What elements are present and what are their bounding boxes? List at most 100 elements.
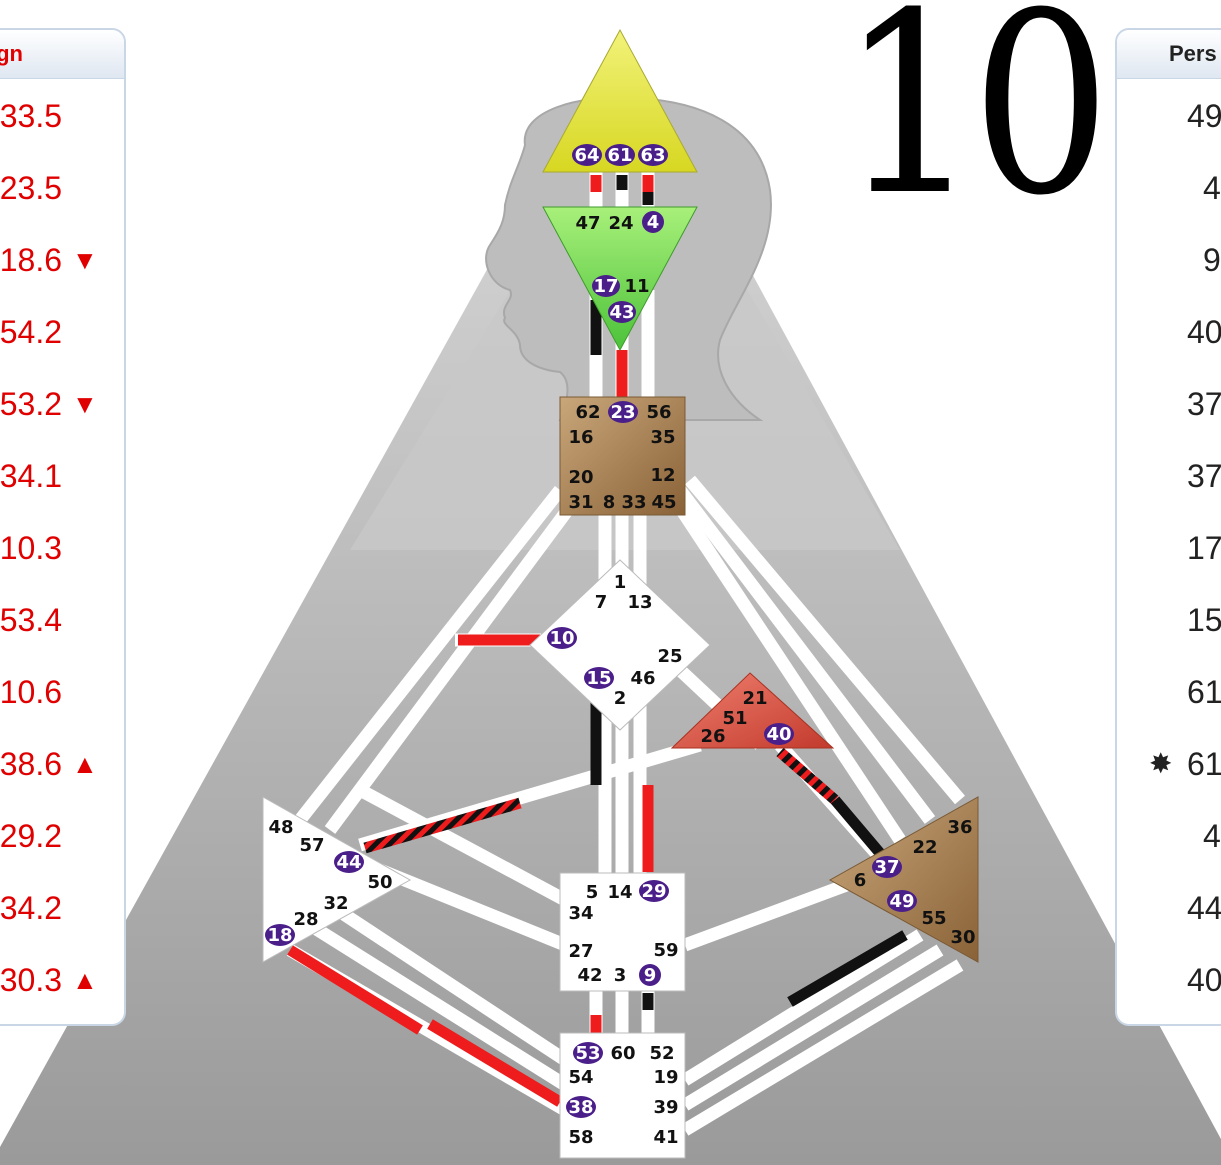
gate-7: 7 xyxy=(595,592,608,613)
up-triangle-icon: ▲ xyxy=(72,749,98,779)
gate-9-badge xyxy=(639,964,661,986)
gate-9: 9 xyxy=(644,965,657,986)
gate-45: 45 xyxy=(651,492,676,513)
personality-value: 61 xyxy=(1187,674,1221,710)
spleen-center xyxy=(262,796,412,963)
ajna-center xyxy=(542,206,698,352)
gate-29-badge xyxy=(639,880,669,902)
gate-47: 47 xyxy=(575,213,600,234)
gate-51: 51 xyxy=(722,708,747,729)
gate-24: 24 xyxy=(608,213,633,234)
gate-19: 19 xyxy=(653,1067,678,1088)
gate-59: 59 xyxy=(653,940,678,961)
design-row: 10.6 xyxy=(0,662,124,722)
gate-38-badge xyxy=(566,1096,596,1118)
down-triangle-icon: ▼ xyxy=(72,245,98,275)
gate-46: 46 xyxy=(630,668,655,689)
design-row: 53.4 xyxy=(0,590,124,650)
design-value: 18.6 xyxy=(0,242,62,278)
personality-row: 61 xyxy=(1117,662,1221,722)
gate-62: 62 xyxy=(575,402,600,423)
gate-49-badge xyxy=(887,890,917,912)
gate-11: 11 xyxy=(624,276,649,297)
gate-37-badge xyxy=(872,856,902,878)
design-value: 29.2 xyxy=(0,818,62,854)
design-value: 38.6 xyxy=(0,746,62,782)
design-row: 54.2 xyxy=(0,302,124,362)
design-row: 30.3▲ xyxy=(0,950,124,1010)
personality-value: 44 xyxy=(1187,890,1221,926)
design-value: 30.3 xyxy=(0,962,62,998)
gate-labels: 64 61 63 47 24 4 17 11 43 62 23 56 16 35… xyxy=(265,144,976,1148)
gate-61: 61 xyxy=(607,145,632,166)
gate-34: 34 xyxy=(568,903,593,924)
design-row: 53.2▼ xyxy=(0,374,124,434)
personality-row: 44 xyxy=(1117,878,1221,938)
gate-22: 22 xyxy=(912,837,937,858)
gate-8: 8 xyxy=(603,492,616,513)
gate-49: 49 xyxy=(889,891,914,912)
design-row: 33.5 xyxy=(0,86,124,146)
activations xyxy=(287,175,908,1107)
gate-2: 2 xyxy=(614,688,627,709)
design-row: 29.2 xyxy=(0,806,124,866)
head-center xyxy=(542,28,698,173)
personality-row: 40 xyxy=(1117,302,1221,362)
gate-36: 36 xyxy=(947,817,972,838)
personality-value: 61 xyxy=(1187,746,1221,782)
gate-5: 5 xyxy=(586,882,599,903)
personality-row: 4 xyxy=(1117,158,1221,218)
gate-6: 6 xyxy=(854,870,867,891)
gate-40-badge xyxy=(764,723,794,745)
gate-4-badge xyxy=(642,211,664,233)
gate-10: 10 xyxy=(549,628,574,649)
gate-17: 17 xyxy=(593,276,618,297)
gate-50: 50 xyxy=(367,872,392,893)
gate-18: 18 xyxy=(267,925,292,946)
design-panel: ign 33.5 23.5 18.6▼ 54.2 53.2▼ 34.1 10.3… xyxy=(0,28,126,1026)
solar-plexus-center xyxy=(828,796,979,963)
star-icon: ✸ xyxy=(1149,748,1173,779)
gate-10-badge xyxy=(547,627,577,649)
personality-row: 40 xyxy=(1117,950,1221,1010)
gate-60: 60 xyxy=(610,1043,635,1064)
design-row: 34.2 xyxy=(0,878,124,938)
gate-13: 13 xyxy=(627,592,652,613)
heart-center xyxy=(670,672,835,749)
design-row: 18.6 ▼ xyxy=(0,230,124,290)
gate-30: 30 xyxy=(950,927,975,948)
handwritten-number: 10 xyxy=(840,0,1111,250)
gate-33: 33 xyxy=(621,492,646,513)
gate-40: 40 xyxy=(766,724,791,745)
gate-28: 28 xyxy=(293,909,318,930)
design-value: 34.2 xyxy=(0,890,62,926)
gate-3: 3 xyxy=(614,965,627,986)
gate-48: 48 xyxy=(268,817,293,838)
gate-27: 27 xyxy=(568,941,593,962)
gate-18-badge xyxy=(265,924,295,946)
design-value: 54.2 xyxy=(0,314,62,350)
design-value: 10.6 xyxy=(0,674,62,710)
gate-56: 56 xyxy=(646,402,671,423)
gate-20: 20 xyxy=(568,467,593,488)
personality-row: 15 xyxy=(1117,590,1221,650)
gate-15: 15 xyxy=(586,668,611,689)
gate-41: 41 xyxy=(653,1127,678,1148)
design-value: 33.5 xyxy=(0,98,62,134)
personality-value: 4 xyxy=(1203,818,1221,854)
personality-row: 9 xyxy=(1117,230,1221,290)
personality-value: 9 xyxy=(1203,242,1221,278)
personality-row: 4 xyxy=(1117,806,1221,866)
gate-54: 54 xyxy=(568,1067,593,1088)
personality-value: 40 xyxy=(1187,314,1221,350)
gate-15-badge xyxy=(584,667,614,689)
personality-row: ✸ 61 xyxy=(1117,734,1221,794)
gate-58: 58 xyxy=(568,1127,593,1148)
gate-29: 29 xyxy=(641,881,666,902)
gate-63: 63 xyxy=(640,145,665,166)
gate-25: 25 xyxy=(657,646,682,667)
gate-64-badge xyxy=(572,144,602,166)
design-value: 23.5 xyxy=(0,170,62,206)
gate-38: 38 xyxy=(568,1097,593,1118)
